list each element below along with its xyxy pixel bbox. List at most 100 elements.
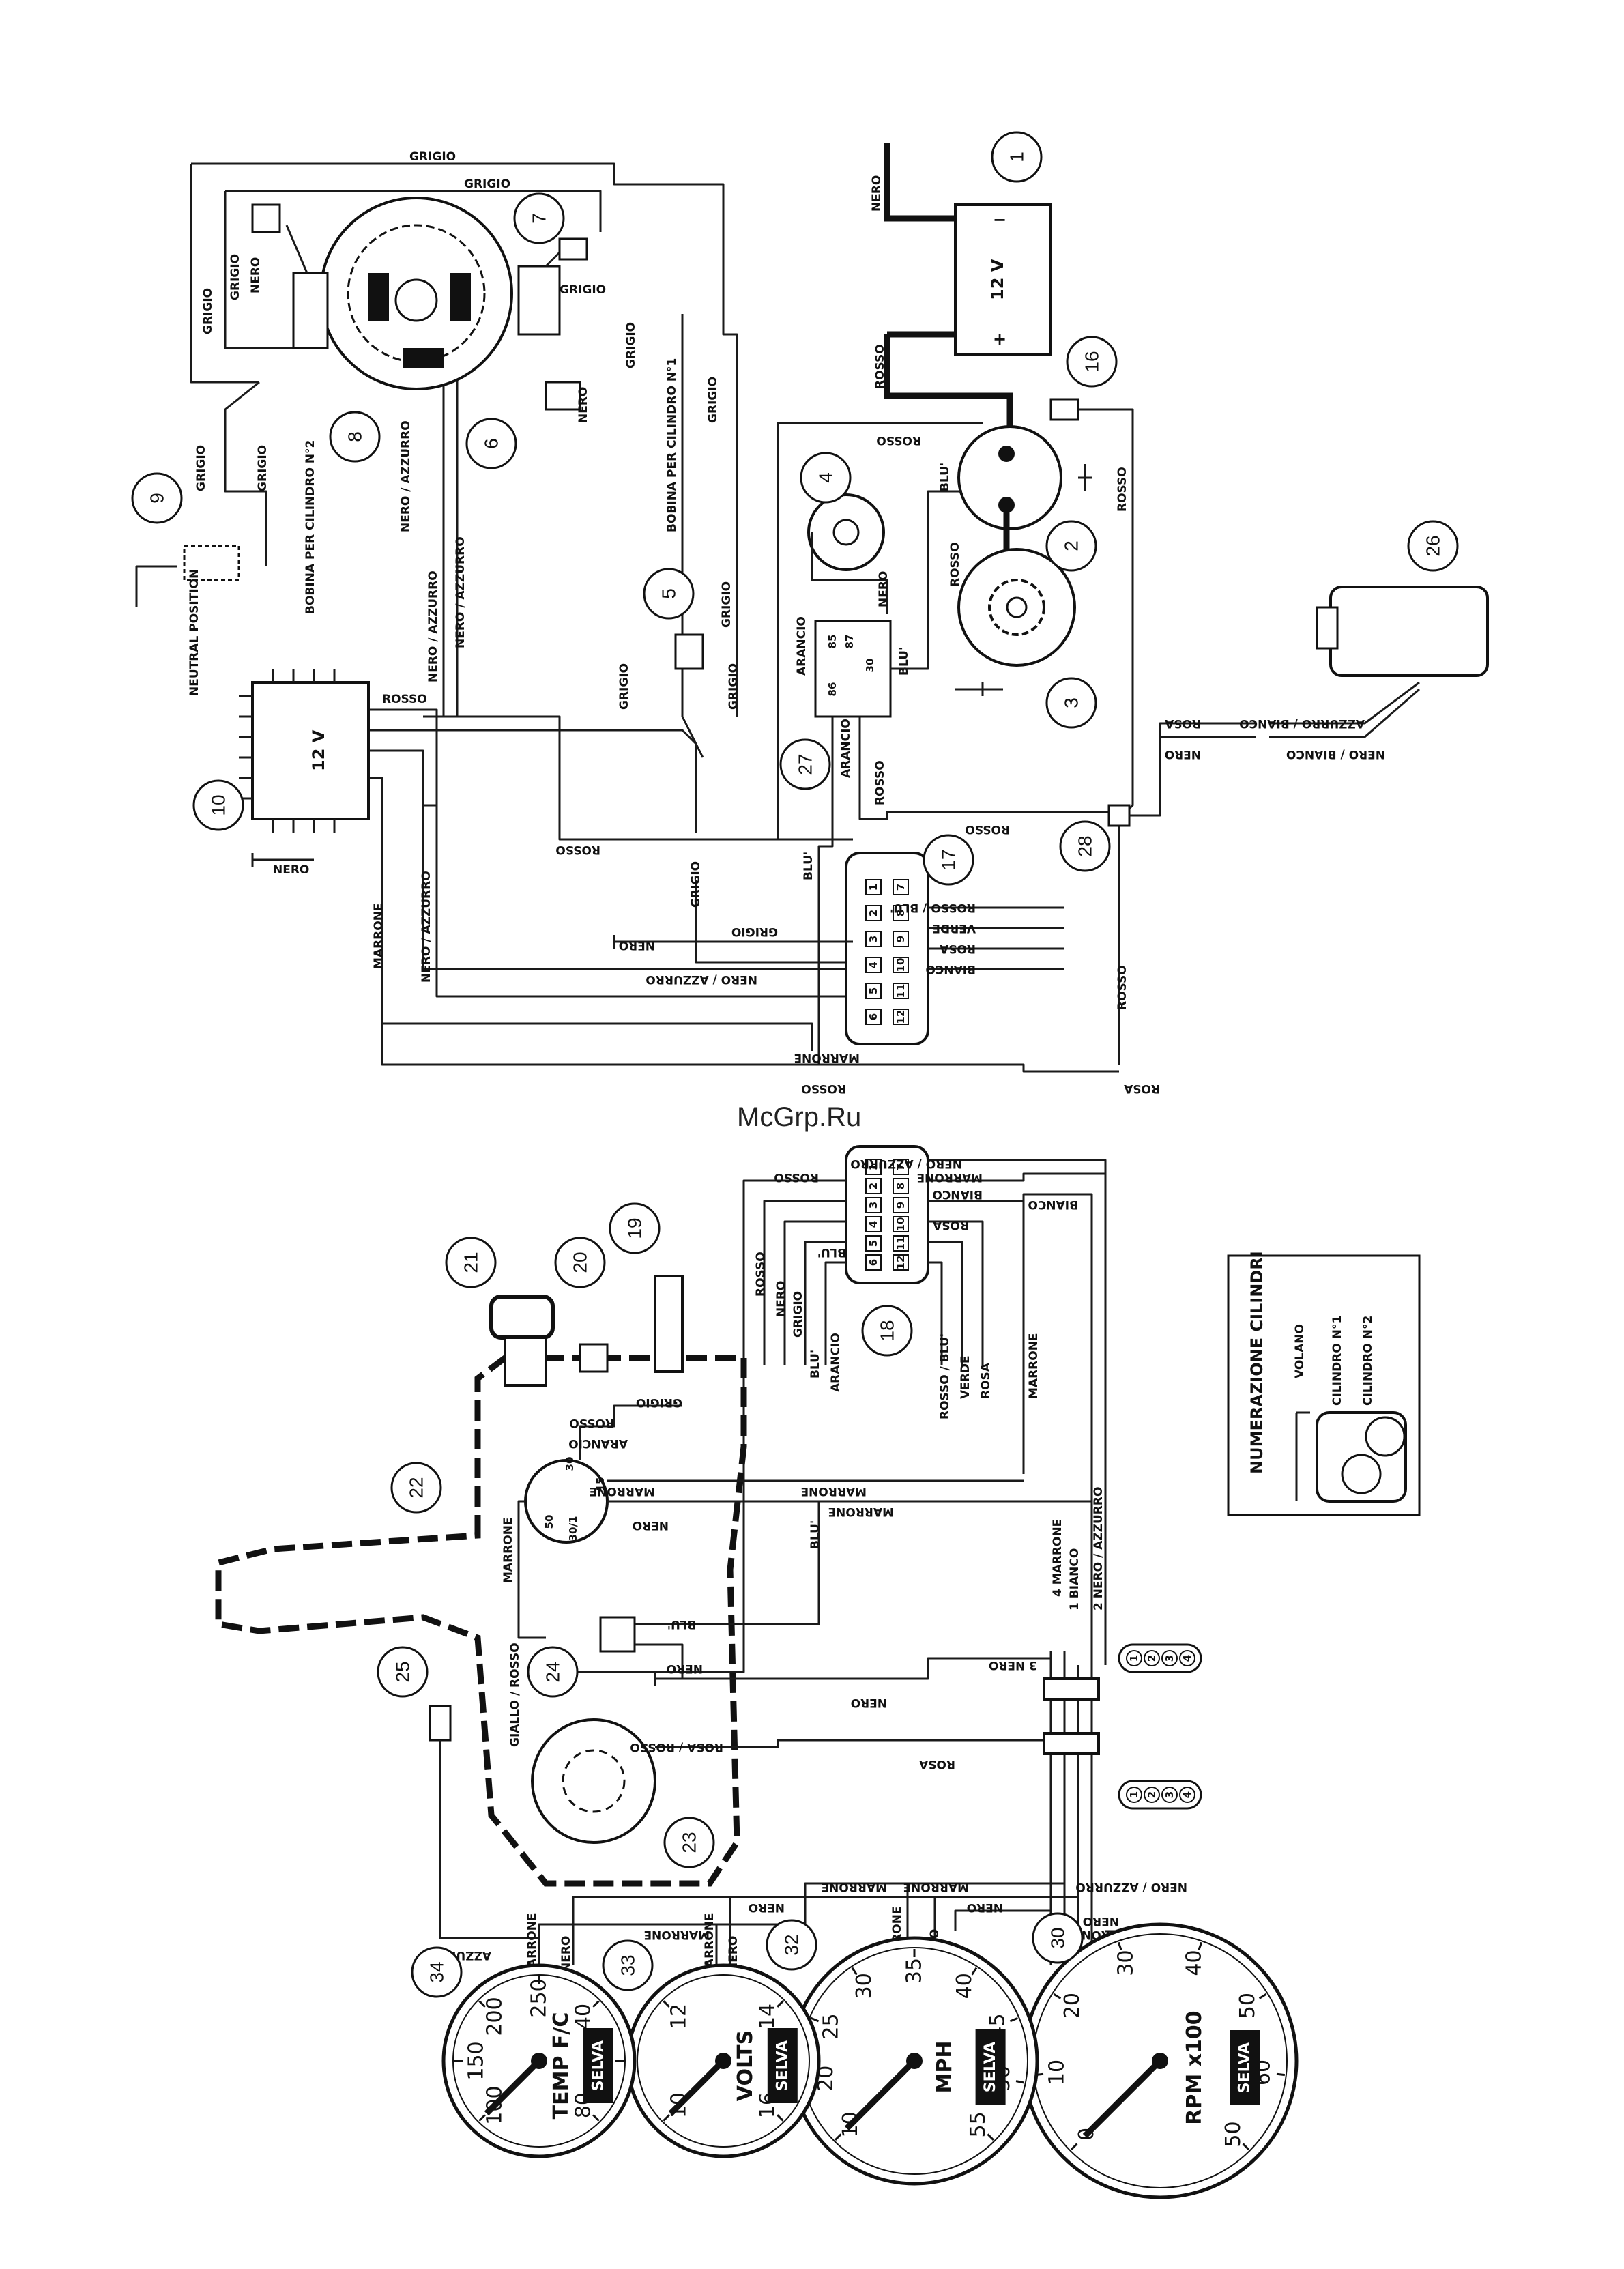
connector-pin: 2 (865, 1178, 882, 1194)
wire-label-4-marrone: 4 MARRONE (1051, 1519, 1064, 1597)
wire-label-nero-lower: NERO (851, 1696, 887, 1709)
svg-text:3: 3 (1163, 1791, 1176, 1798)
plug-pin: 3 (1161, 1650, 1178, 1666)
callout-number: 32 (781, 1934, 802, 1955)
callout-number: 25 (392, 1661, 414, 1682)
svg-text:8: 8 (895, 910, 907, 916)
wire-label-nero-switch: NERO (633, 1518, 669, 1532)
wire-label-rosso-main: ROSSO (555, 843, 600, 856)
callout-number: 7 (529, 213, 550, 224)
callout-number: 28 (1075, 835, 1096, 856)
wire-label-marrone-18: MARRONE (916, 1170, 983, 1184)
wire-label-blu-relay: BLU' (897, 647, 911, 676)
connector-pin: 11 (893, 983, 909, 999)
wire-label-marrone-switch-2: MARRONE (800, 1484, 867, 1498)
cylinder-box-cyl1: CILINDRO N°1 (1331, 1316, 1344, 1406)
connector-pin: 11 (893, 1235, 909, 1252)
connector-pin: 7 (893, 1159, 909, 1175)
upper-circuit: 12 V − + NERO ROSSO ROSSO ROSSO BLU' ROS… (135, 143, 1489, 1095)
callout-5: 5 (643, 568, 695, 620)
wire-label-nero-bianco: NERO / BIANCO (1286, 747, 1385, 761)
wire-label-rosso-regulator: ROSSO (382, 693, 427, 706)
speedometer-gauge: 102025303540455055SELVAMPH (789, 1936, 1039, 2186)
fuse (1049, 398, 1079, 421)
ignition-pin-30: 30 (564, 1457, 576, 1471)
gauge-tick-label: 40 (953, 1973, 976, 1999)
wire-label-grigio-top: GRIGIO (409, 150, 456, 164)
wire-label-marrone-left: MARRONE (372, 903, 386, 969)
wire-label-nero-gauge: NERO (749, 1901, 785, 1914)
wire-label-grigio-rectifier-3: GRIGIO (618, 663, 631, 710)
callout-number: 30 (1047, 1927, 1069, 1948)
svg-text:4: 4 (1181, 1655, 1193, 1662)
svg-text:5: 5 (867, 1240, 880, 1247)
svg-text:10: 10 (895, 958, 907, 972)
wire-label-arancio-lower: ARANCIO (839, 719, 853, 778)
regulator-voltage: 12 V (309, 729, 328, 771)
callout-3: 3 (1045, 677, 1097, 729)
callout-32: 32 (766, 1919, 817, 1971)
wire-label-nero-kill: NERO (577, 387, 590, 423)
wire-label-verde-18-v: VERDE (959, 1355, 972, 1399)
wire-label-grigio-17: GRIGIO (731, 925, 778, 938)
wire-label-grigio-switch: GRIGIO (636, 1396, 682, 1409)
callout-number: 6 (481, 438, 502, 449)
connector-17 (845, 852, 929, 1045)
temp-sensor (429, 1705, 452, 1742)
gauge-tick-label: 150 (465, 2041, 489, 2080)
callout-number: 3 (1061, 697, 1082, 708)
callout-28: 28 (1059, 820, 1111, 872)
wire-label-marrone-18-v: MARRONE (1027, 1333, 1041, 1399)
connector-pin: 7 (893, 879, 909, 895)
callout-number: 9 (147, 493, 168, 504)
relay-pin-87: 87 (843, 635, 856, 649)
svg-text:1: 1 (867, 1164, 880, 1170)
callout-markers: 1234567891016171819202122232425262728303… (131, 131, 1459, 1998)
svg-text:SELVA: SELVA (774, 2040, 791, 2091)
plug-pin: 2 (1144, 1787, 1160, 1803)
wire-label-rosa-bottom: ROSA (1123, 1082, 1160, 1095)
connector-pin: 6 (865, 1254, 882, 1271)
gauge-tick-label: 10 (1045, 2060, 1069, 2085)
svg-text:2: 2 (867, 910, 880, 916)
callout-10: 10 (192, 779, 244, 831)
wire-label-nero-gauge-2: NERO (967, 1901, 1003, 1914)
wire-label-rosso-battery: ROSSO (873, 344, 887, 389)
callout-2: 2 (1045, 520, 1097, 572)
wire-label-nero-safety: NERO (667, 1662, 703, 1675)
wire-label-nero-azzurro-left: NERO / AZZURRO (420, 871, 433, 983)
wire-label-rosso-switch: ROSSO (569, 1416, 614, 1430)
connector-pin: 3 (865, 1197, 882, 1213)
starter-solenoid (957, 425, 1062, 530)
wire-label-rosso-top: ROSSO (876, 433, 921, 447)
wire-label-rosa-rosso: ROSA / ROSSO (630, 1740, 723, 1754)
wire-label-rosso-starter: ROSSO (948, 542, 962, 587)
connector-pin: 8 (893, 1178, 909, 1194)
wire-label-3-nero: 3 NERO (989, 1658, 1037, 1672)
svg-text:12: 12 (895, 1010, 907, 1024)
wire-label-marrone-volt: MARRONE (703, 1913, 716, 1979)
gauge-tick-label: 35 (903, 1958, 927, 1984)
rectifier (674, 633, 704, 670)
connector-pin: 5 (865, 1235, 882, 1252)
wire-label-rosso-18: ROSSO (774, 1170, 819, 1184)
wire-label-1-bianco: 1 BIANCO (1068, 1548, 1082, 1610)
tachometer-gauge: 010203040506050SELVARPM x100 (1021, 1922, 1299, 2199)
connector-pin: 12 (893, 1254, 909, 1271)
svg-text:2: 2 (1146, 1791, 1158, 1798)
ignition-pin-50: 50 (543, 1515, 555, 1529)
callout-number: 26 (1423, 535, 1444, 556)
ignition-coil-cylinder-2 (292, 272, 329, 349)
wire-label-giallo-rosso: GIALLO / ROSSO (508, 1643, 522, 1747)
voltage-regulator (251, 681, 370, 820)
svg-text:11: 11 (895, 1237, 907, 1251)
cylinder-1-circle (1341, 1454, 1382, 1494)
horn (531, 1718, 656, 1844)
gauge-needle (668, 2058, 726, 2116)
trim-pump (1329, 586, 1489, 677)
neutral-position-label: NEUTRAL POSITION (188, 569, 201, 696)
plug-pin: 1 (1126, 1650, 1142, 1666)
battery-plus-sign: + (993, 330, 1006, 349)
